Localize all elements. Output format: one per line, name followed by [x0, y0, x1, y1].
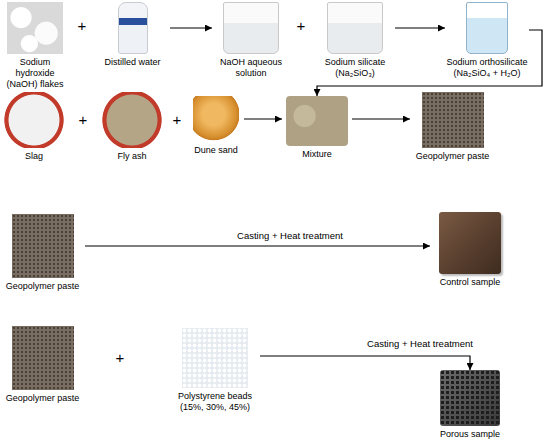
process-label: Casting + Heat treatment: [330, 338, 510, 349]
plus-sign: +: [75, 18, 89, 34]
ingredient-node: Sodium silicate (Na₂SiO₃): [315, 2, 395, 79]
material-photo: [439, 212, 501, 274]
flow-arrow: [352, 118, 410, 119]
ingredient-node: Distilled water: [95, 2, 170, 68]
ingredient-node: Control sample: [430, 212, 510, 288]
ingredient-node: Porous sample: [430, 370, 510, 440]
ingredient-node: NaOH aqueous solution: [212, 2, 290, 79]
node-caption: Polystyrene beads (15%, 30%, 45%): [170, 391, 260, 413]
node-caption: Mixture: [282, 149, 352, 160]
flow-arrow: [85, 245, 430, 246]
node-caption: Geopolymer paste: [0, 281, 85, 292]
node-caption: Distilled water: [95, 57, 170, 68]
material-photo: [7, 2, 63, 54]
ingredient-node: Geopolymer paste: [0, 214, 85, 292]
node-caption: Control sample: [430, 277, 510, 288]
material-photo: [286, 96, 348, 146]
node-caption: Sodium silicate (Na₂SiO₃): [318, 57, 392, 79]
plus-sign: +: [113, 350, 127, 366]
material-photo: [101, 92, 163, 148]
ingredient-node: Dune sand: [188, 96, 244, 156]
node-caption: Porous sample: [430, 429, 510, 440]
flow-arrow: [170, 27, 212, 28]
material-photo: [12, 326, 74, 390]
node-caption: Fly ash: [98, 151, 166, 162]
node-caption: Sodium orthosilicate (Na₂SiO₄ + H₂O): [445, 57, 529, 79]
material-photo: [440, 370, 500, 426]
node-caption: NaOH aqueous solution: [219, 57, 283, 79]
ingredient-node: Sodium orthosilicate (Na₂SiO₄ + H₂O): [445, 2, 529, 79]
node-caption: Geopolymer paste: [0, 393, 85, 404]
material-photo: [182, 328, 248, 388]
material-photo: [466, 2, 508, 54]
ingredient-node: Polystyrene beads (15%, 30%, 45%): [170, 328, 260, 413]
node-caption: Slag: [0, 151, 68, 162]
material-photo: [12, 214, 74, 278]
flow-arrow: [317, 30, 542, 96]
ingredient-node: Geopolymer paste: [410, 92, 495, 162]
ingredient-node: Geopolymer paste: [0, 326, 85, 404]
ingredient-node: Slag: [0, 92, 68, 162]
plus-sign: +: [76, 112, 90, 128]
plus-sign: +: [294, 18, 308, 34]
material-photo: [223, 2, 279, 54]
node-caption: Dune sand: [188, 145, 244, 156]
plus-sign: +: [170, 112, 184, 128]
ingredient-node: Mixture: [282, 96, 352, 160]
material-photo: [327, 2, 383, 54]
node-caption: Geopolymer paste: [410, 151, 495, 162]
flow-arrow: [244, 118, 282, 119]
node-caption: Sodium hydroxide (NaOH) flakes: [2, 57, 68, 90]
material-photo: [422, 92, 484, 148]
process-label: Casting + Heat treatment: [200, 230, 380, 241]
material-photo: [193, 96, 239, 142]
material-photo: [3, 92, 65, 148]
flow-arrow: [395, 27, 445, 28]
ingredient-node: Fly ash: [98, 92, 166, 162]
ingredient-node: Sodium hydroxide (NaOH) flakes: [0, 2, 70, 90]
flow-arrow: [260, 356, 470, 370]
material-photo: [118, 2, 148, 54]
